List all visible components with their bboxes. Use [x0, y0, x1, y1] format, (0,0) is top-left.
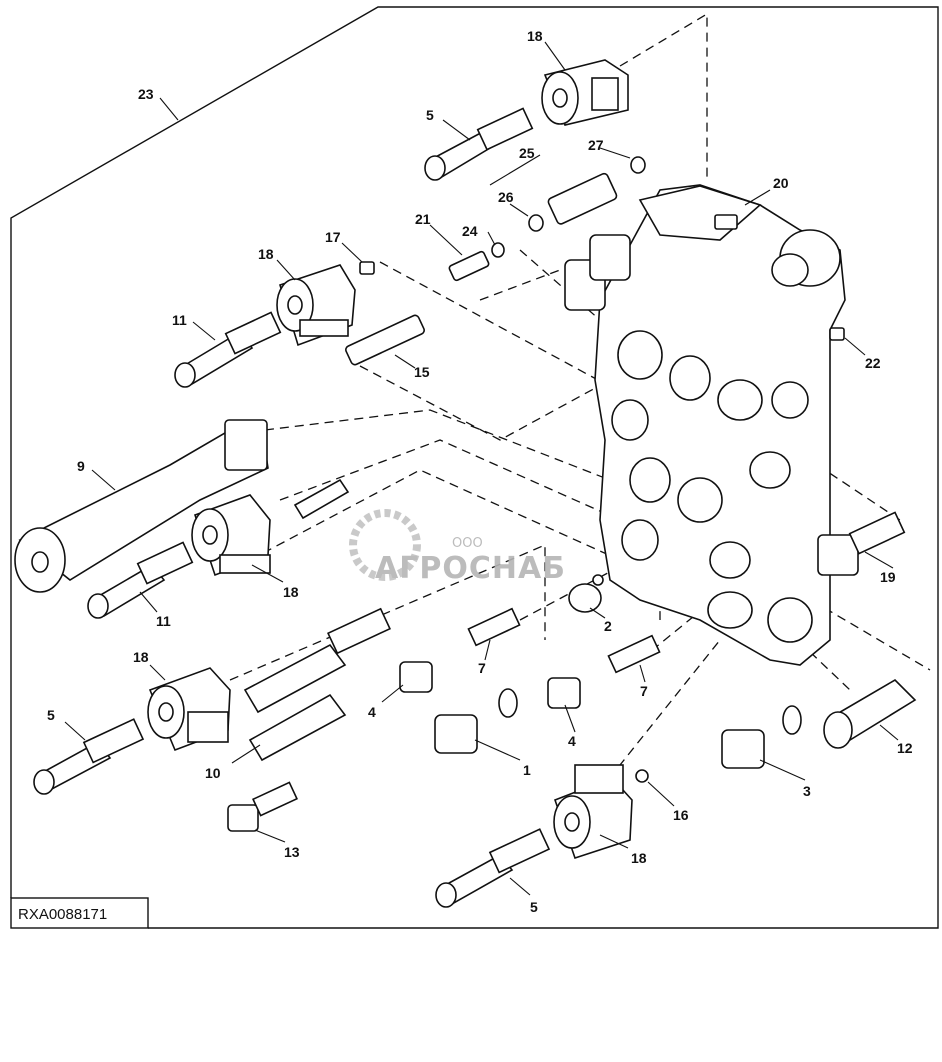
valve-cartridge-11-lower — [87, 541, 194, 619]
fitting-15 — [345, 314, 425, 366]
callout-18: 18 — [527, 28, 543, 44]
callout-4-left: 4 — [368, 704, 376, 720]
callout-5: 5 — [426, 107, 434, 123]
callout-2: 2 — [604, 618, 612, 634]
valve-block-housing — [564, 184, 846, 666]
callout-23: 23 — [138, 86, 154, 102]
valve-cartridge-11-upper — [174, 311, 282, 388]
callout-1: 1 — [523, 762, 531, 778]
callout-18-lower: 18 — [133, 649, 149, 665]
callout-11-lower: 11 — [156, 613, 171, 629]
callout-21: 21 — [415, 211, 431, 227]
callout-4-right: 4 — [568, 733, 576, 749]
spool-10 — [243, 607, 391, 762]
callout-24: 24 — [462, 223, 478, 239]
callout-5-bottom: 5 — [530, 899, 538, 915]
valve-12 — [823, 678, 917, 749]
callout-3: 3 — [803, 783, 811, 799]
fitting-7-right — [607, 634, 661, 674]
callout-16: 16 — [673, 807, 689, 823]
watermark-brand: АГРОСНАБ — [375, 551, 566, 586]
callout-10: 10 — [205, 765, 221, 781]
watermark-prefix: ООО — [452, 536, 483, 551]
plug-1 — [434, 688, 518, 754]
solenoid-coil-lower — [147, 667, 231, 752]
large-valve-9 — [14, 419, 269, 593]
plug-4-right — [547, 677, 581, 709]
diagram-frame: RXA0088171 — [10, 6, 939, 929]
callout-19: 19 — [880, 569, 896, 585]
small-parts — [293, 261, 845, 783]
plug-3 — [721, 705, 802, 769]
callout-25: 25 — [519, 145, 535, 161]
sensor-19 — [817, 511, 906, 576]
callout-18-bottom: 18 — [631, 850, 647, 866]
callout-13: 13 — [284, 844, 300, 860]
watermark: ООО АГРОСНАБ — [349, 509, 566, 586]
solenoid-coil-left — [276, 264, 356, 347]
callout-7-right: 7 — [640, 683, 648, 699]
callout-15: 15 — [414, 364, 430, 380]
callout-17: 17 — [325, 229, 341, 245]
leader-lines — [64, 41, 899, 896]
valve-cartridge-5-bottom — [435, 828, 551, 908]
callout-27: 27 — [588, 137, 604, 153]
callout-12: 12 — [897, 740, 913, 756]
fitting-21 — [448, 242, 505, 282]
callout-22: 22 — [865, 355, 881, 371]
fitting-7-left — [467, 607, 521, 647]
valve-cartridge-5-top — [424, 107, 534, 181]
callout-26: 26 — [498, 189, 514, 205]
callout-labels: 18 5 23 25 27 26 21 24 20 17 18 11 15 22… — [47, 28, 913, 915]
callout-20: 20 — [773, 175, 789, 191]
figure-ref: RXA0088171 — [18, 906, 107, 923]
callout-18-left: 18 — [258, 246, 274, 262]
solenoid-coil-middle — [191, 494, 271, 577]
plug-4-left — [399, 661, 433, 693]
valve-cartridge-5-left — [33, 718, 145, 795]
solenoid-coil-top — [541, 59, 629, 126]
callout-11: 11 — [172, 312, 187, 328]
callout-18-middle: 18 — [283, 584, 299, 600]
callout-7-left: 7 — [478, 660, 486, 676]
plug-13 — [227, 781, 298, 832]
callout-9: 9 — [77, 458, 85, 474]
solenoid-coil-bottom — [553, 764, 633, 860]
fitting-25 — [528, 156, 646, 232]
callout-5-left: 5 — [47, 707, 55, 723]
